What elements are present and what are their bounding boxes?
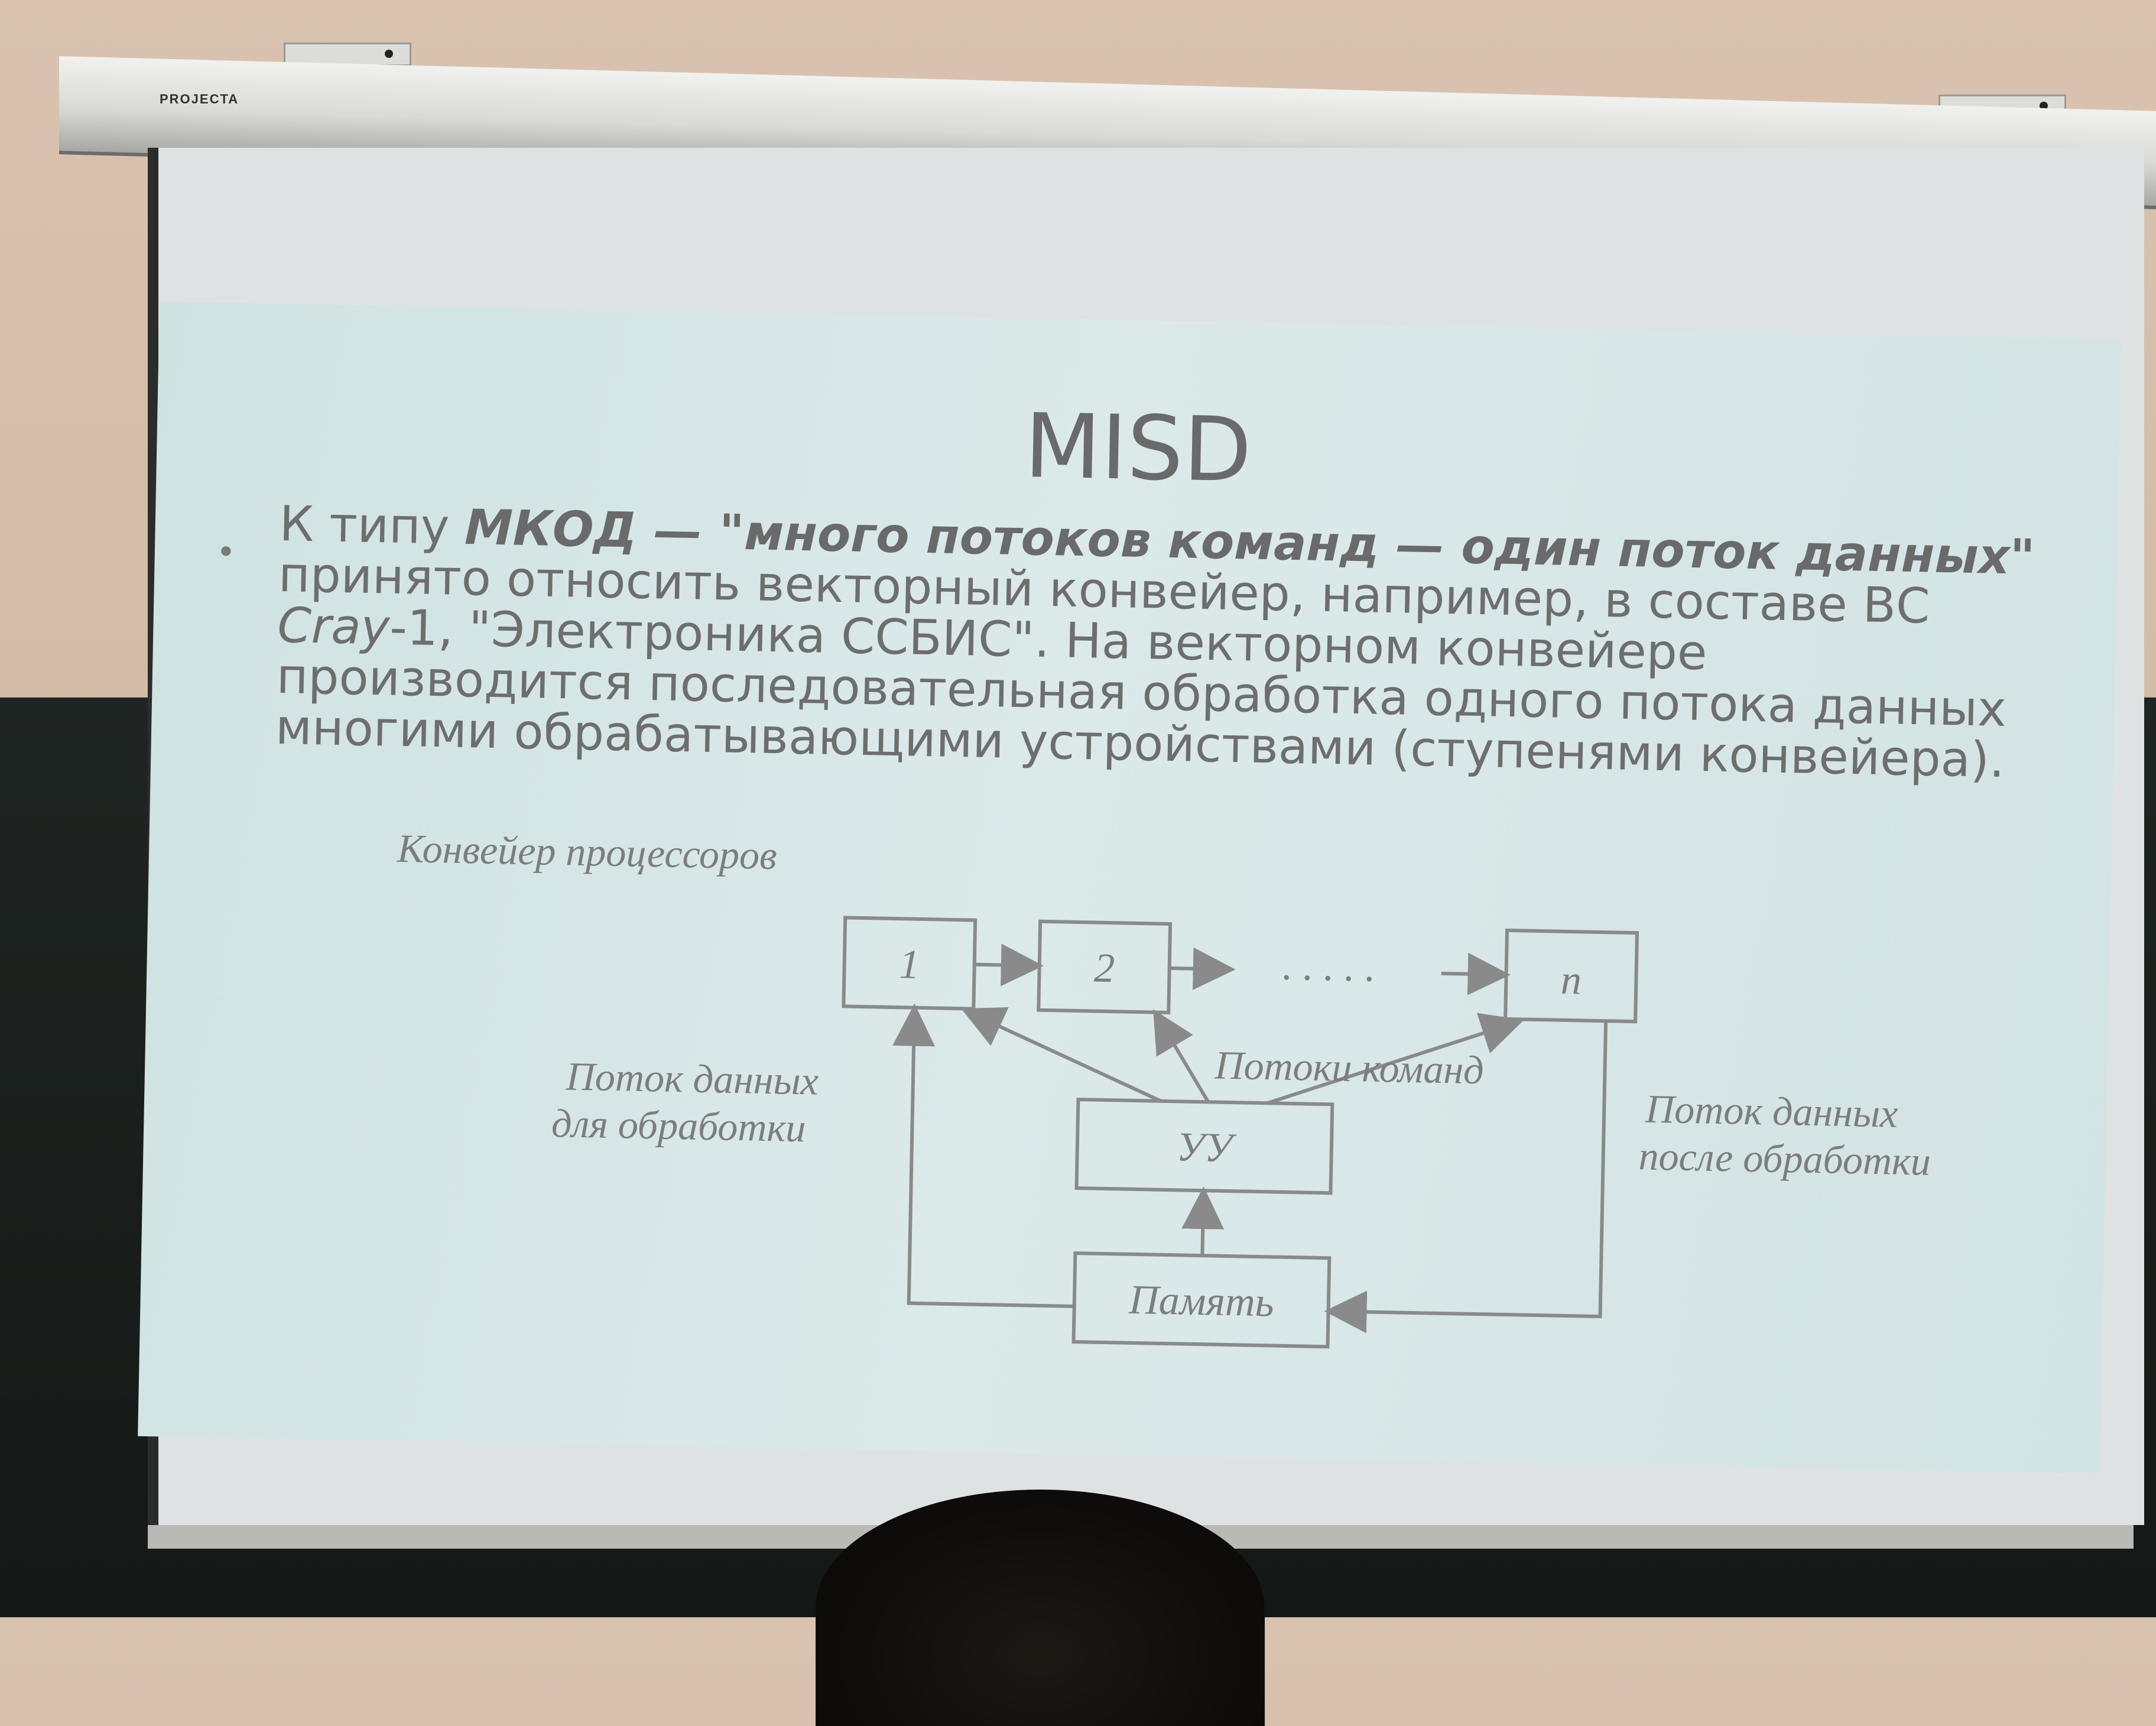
box-1-label: 1 <box>898 942 920 988</box>
output-flow-label-2: после обработки <box>1638 1133 1931 1183</box>
output-flow-label-1: Поток данных <box>1645 1086 1899 1136</box>
slide-title: MISD <box>1023 395 1253 502</box>
misd-diagram: Конвейер процессоров 1 2 . . . . . n УУ … <box>397 826 1931 1349</box>
bullet-text: К типу МКОД — "много потоков команд — од… <box>275 495 2058 789</box>
control-unit-label: УУ <box>1176 1124 1238 1171</box>
input-flow-label-2: для обработки <box>551 1101 807 1150</box>
input-flow-label-1: Поток данных <box>565 1053 819 1103</box>
command-flows-label: Потоки команд <box>1214 1043 1485 1093</box>
audience-head <box>816 1490 1265 1726</box>
projector-brand-label: PROJECTA <box>160 92 239 106</box>
box-n-label: n <box>1560 958 1582 1004</box>
bullet-intro: К типу <box>278 495 466 556</box>
box-2-label: 2 <box>1093 946 1115 992</box>
bullet-marker: • <box>219 531 233 571</box>
bullet-cray: Cray <box>277 597 391 656</box>
diagram-caption: Конвейер процессоров <box>397 826 778 878</box>
memory-label: Память <box>1128 1277 1275 1326</box>
pipeline-ellipsis: . . . . . <box>1282 943 1376 991</box>
presentation-slide: MISD • К типу МКОД — "много потоков кома… <box>138 301 2122 1474</box>
